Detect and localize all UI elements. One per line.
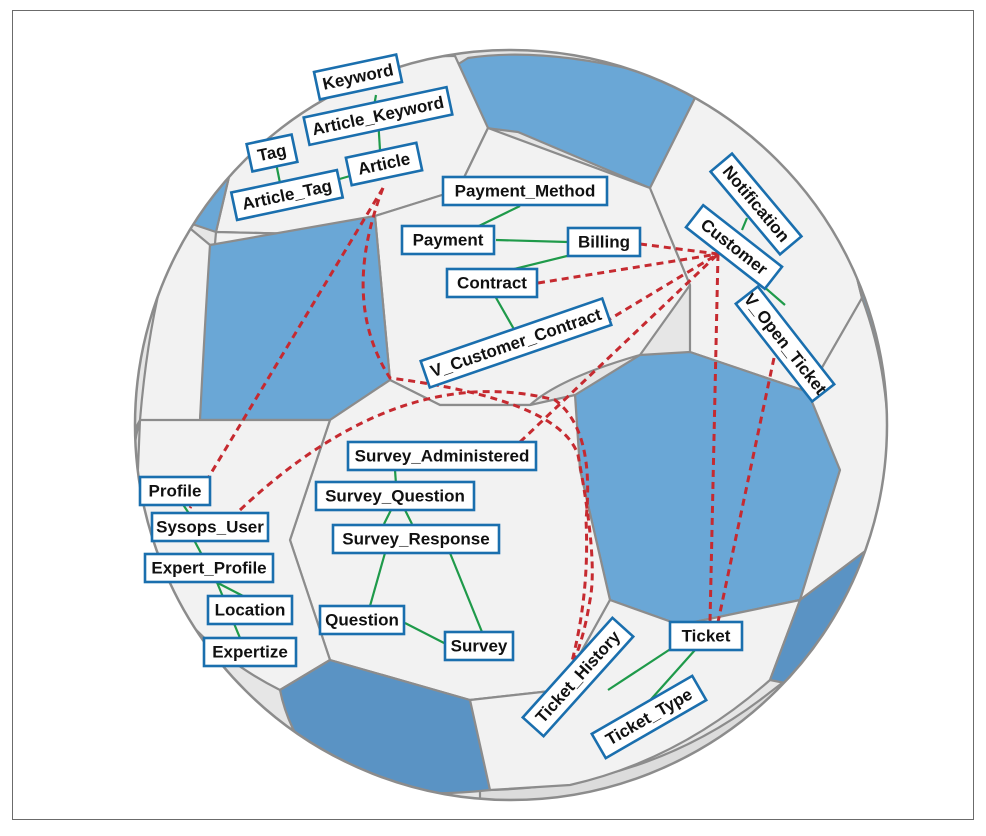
xref-line	[188, 187, 385, 509]
node-label: Sysops_User	[156, 518, 264, 537]
relationship-line	[193, 539, 203, 556]
xref-line	[518, 252, 720, 444]
node-label: Question	[325, 611, 399, 630]
ball-patch	[450, 53, 702, 190]
node-contract: Contract	[445, 267, 539, 299]
xref-line	[639, 242, 719, 256]
node-tag: Tag	[245, 132, 299, 174]
node-payment: Payment	[400, 224, 496, 256]
node-label: Billing	[578, 233, 630, 252]
node-label: Payment_Method	[455, 182, 596, 201]
relationship-line	[644, 649, 696, 707]
node-label: Survey_Administered	[355, 447, 530, 466]
node-label: Survey_Question	[325, 487, 465, 506]
node-billing: Billing	[566, 226, 642, 258]
xref-line	[238, 390, 590, 677]
node-label: Payment	[413, 231, 484, 250]
ball-patch	[198, 214, 392, 422]
node-expert-profile: Expert_Profile	[143, 552, 275, 584]
node-expertize: Expertize	[202, 636, 298, 668]
relationship-line	[740, 217, 749, 231]
node-label: Expertize	[212, 643, 288, 662]
node-question: Question	[318, 604, 406, 636]
xref-line	[716, 357, 776, 623]
xref-line	[708, 253, 720, 623]
node-survey-administered: Survey_Administered	[346, 440, 538, 472]
node-profile: Profile	[138, 475, 212, 507]
node-ticket: Ticket	[668, 620, 744, 652]
relationship-line	[607, 647, 673, 691]
node-label: Location	[215, 601, 286, 620]
node-sysops-user: Sysops_User	[150, 511, 270, 543]
node-survey-question: Survey_Question	[314, 480, 476, 512]
relationship-line	[404, 622, 447, 645]
xref-line	[537, 252, 719, 285]
cross-reference-lines	[188, 187, 776, 677]
relationship-line	[495, 238, 569, 244]
node-label: Contract	[457, 274, 527, 293]
node-article: Article	[344, 141, 424, 187]
ball-patch	[573, 350, 842, 627]
node-label: Survey_Response	[342, 530, 489, 549]
xref-line	[361, 187, 594, 677]
relationship-line	[368, 552, 387, 607]
node-label: Profile	[149, 482, 202, 501]
node-label: Ticket	[682, 627, 731, 646]
node-label: Survey	[451, 637, 508, 656]
soccer-ball	[133, 48, 889, 802]
node-survey: Survey	[443, 630, 515, 662]
node-location: Location	[206, 594, 294, 626]
relationship-line	[494, 295, 516, 332]
node-payment-method: Payment_Method	[441, 175, 609, 207]
node-survey-response: Survey_Response	[331, 523, 501, 555]
node-label: Expert_Profile	[151, 559, 266, 578]
relationship-line	[448, 552, 484, 633]
xref-line	[604, 252, 719, 324]
